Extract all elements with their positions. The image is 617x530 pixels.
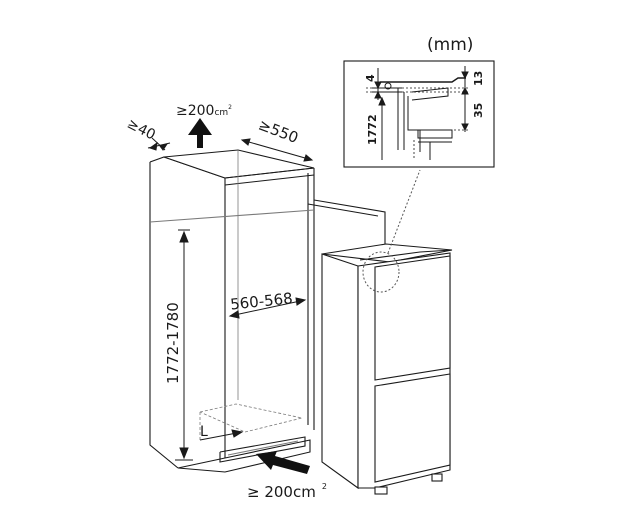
plinth-opening	[227, 440, 299, 456]
cabinet-top-front	[224, 174, 315, 186]
fridge-upper-door	[374, 255, 451, 381]
fridge-side	[321, 253, 359, 490]
bottom-vent-arrow	[256, 451, 310, 474]
cabinet-niche	[149, 149, 386, 473]
detail-dim-1772: 1772	[366, 114, 379, 145]
fridge-foot-right	[431, 473, 443, 482]
fridge-foot-left	[374, 486, 388, 495]
niche-width-label: 560-568	[229, 289, 293, 313]
detail-frame	[343, 60, 495, 168]
height-dimension	[175, 229, 193, 461]
cabinet-shelf-line	[149, 209, 315, 223]
niche-height-label: 1772-1780	[164, 302, 182, 384]
depth-dimension	[240, 138, 314, 162]
detail-dim-13: 13	[472, 71, 485, 86]
cabinet-door-edge	[313, 199, 386, 245]
detail-box: 4 1772 13 35	[343, 60, 495, 168]
cabinet-top-edge	[224, 167, 315, 179]
top-vent-arrow	[188, 118, 212, 148]
cabinet-floor	[177, 439, 311, 473]
cabinet-door-edge-2	[307, 203, 379, 217]
detail-dim-35: 35	[472, 103, 485, 118]
detail-callout-line	[387, 169, 421, 254]
plinth-box	[219, 436, 306, 463]
detail-dim-4: 4	[364, 74, 377, 82]
width-dimension	[228, 297, 307, 319]
floor-dashed-area	[199, 403, 303, 433]
refrigerator	[321, 243, 453, 495]
unit-label: (mm)	[427, 35, 473, 55]
detail-callout-circle	[362, 251, 400, 293]
cabinet-depth-label: ≥550	[256, 116, 301, 148]
gap-dimension	[147, 137, 171, 151]
plinth-dimension	[199, 429, 244, 441]
plinth-label: L	[200, 424, 208, 440]
cabinet-left-panel-back	[149, 156, 226, 458]
fridge-lower-door	[374, 373, 451, 483]
top-vent-label: ≥200cm2	[176, 103, 232, 119]
cabinet-left-panel	[149, 162, 179, 469]
fridge-top-rail	[359, 249, 453, 261]
